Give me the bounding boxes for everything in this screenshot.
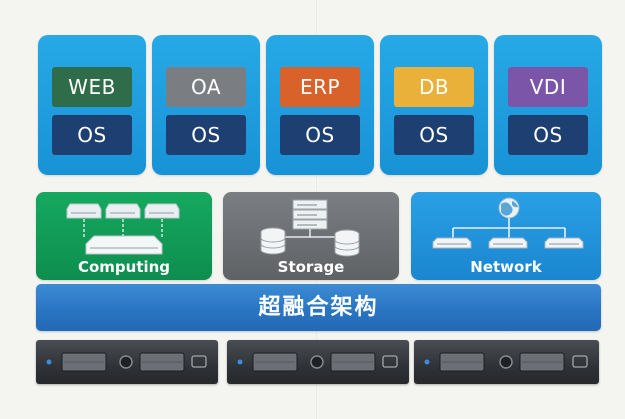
os-box: OS bbox=[394, 115, 474, 155]
storage-label: Storage bbox=[277, 258, 345, 276]
hyperconverged-platform-bar: 超融合架构 bbox=[36, 284, 601, 331]
rack-server-icon bbox=[237, 352, 398, 372]
storage-disks-icon bbox=[260, 199, 360, 257]
rack-server-3 bbox=[414, 340, 599, 384]
storage-block: Storage bbox=[223, 192, 399, 280]
network-topology-icon bbox=[432, 197, 584, 249]
computing-block: Computing bbox=[36, 192, 212, 280]
vm-tile-erp: ERP OS bbox=[266, 35, 374, 175]
app-box: OA bbox=[166, 67, 246, 107]
vm-tile-web: WEB OS bbox=[38, 35, 146, 175]
app-box: VDI bbox=[508, 67, 588, 107]
os-box: OS bbox=[52, 115, 132, 155]
os-box: OS bbox=[280, 115, 360, 155]
os-box: OS bbox=[166, 115, 246, 155]
rack-server-1 bbox=[36, 340, 218, 384]
rack-server-icon bbox=[46, 352, 207, 372]
app-box: WEB bbox=[52, 67, 132, 107]
platform-title: 超融合架构 bbox=[258, 295, 379, 320]
app-box: DB bbox=[394, 67, 474, 107]
vm-tile-db: DB OS bbox=[380, 35, 488, 175]
server-nodes-icon bbox=[66, 203, 180, 255]
computing-label: Computing bbox=[77, 258, 171, 276]
os-box: OS bbox=[508, 115, 588, 155]
vm-tile-oa: OA OS bbox=[152, 35, 260, 175]
rack-server-icon bbox=[424, 352, 588, 372]
vm-tile-vdi: VDI OS bbox=[494, 35, 602, 175]
app-box: ERP bbox=[280, 67, 360, 107]
network-label: Network bbox=[470, 258, 542, 276]
rack-server-2 bbox=[227, 340, 409, 384]
network-block: Network bbox=[411, 192, 601, 280]
